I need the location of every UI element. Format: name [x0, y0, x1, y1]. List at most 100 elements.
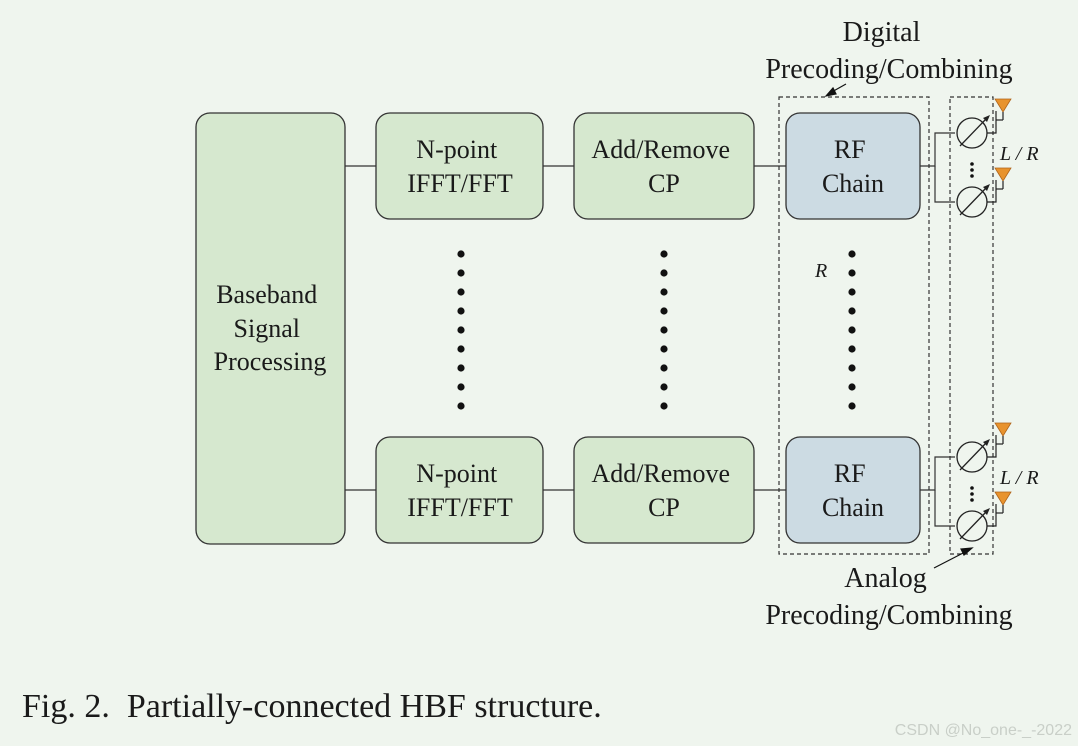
ellipsis-dot [848, 288, 856, 296]
feed-line [934, 490, 955, 527]
ellipsis-dot [660, 250, 668, 258]
phase-shifter-group-top [920, 98, 1012, 218]
r-label: R [814, 260, 827, 282]
antenna-icon [994, 422, 1012, 437]
ellipsis-dot [457, 364, 465, 372]
ellipsis-dot [848, 250, 856, 258]
ellipsis-dot [660, 345, 668, 353]
rf-top-line-2: Chain [822, 169, 884, 198]
small-ellipsis-dot [970, 174, 974, 178]
ellipsis-dot [457, 288, 465, 296]
antenna-icon [994, 98, 1012, 113]
ellipsis-dot [660, 269, 668, 277]
feed-line [920, 132, 955, 167]
antenna-feed [987, 180, 997, 203]
baseband-block [195, 112, 346, 545]
ellipsis-dot [848, 326, 856, 334]
svg-text:N-point IFFT/FFT: N-point IFFT/FFT [407, 459, 513, 522]
phase-shifter-slash [959, 511, 987, 540]
phase-shifter-slash [959, 118, 987, 147]
small-ellipsis-dot [970, 168, 974, 172]
feed-line [920, 456, 955, 491]
svg-text:Digital Precoding/Combinin: Digital Precoding/Combining [765, 17, 1012, 85]
baseband-line-3: Processing [214, 347, 327, 376]
antenna-feed [987, 435, 997, 458]
lr-label-bottom: L / R [999, 467, 1039, 489]
cp-top-line-2: CP [648, 169, 680, 198]
digital-dashed-box [778, 96, 930, 555]
svg-text:N-point IFFT/FFT: N-point IFFT/FFT [407, 135, 513, 198]
ellipsis-dot [457, 402, 465, 410]
phase-shifter-slash [959, 442, 987, 471]
fft-top-line-2: IFFT/FFT [407, 169, 513, 198]
arrowhead [983, 184, 990, 191]
ellipsis-dot [848, 269, 856, 277]
fft-block-top [375, 112, 544, 220]
ellipsis-dot [660, 326, 668, 334]
svg-text:RF Chain: RF Chain [822, 459, 884, 522]
lr-label-top: L / R [999, 143, 1039, 165]
arrowhead [983, 115, 990, 122]
small-ellipsis-dot [970, 498, 974, 502]
svg-text:RF Chain: RF Chain [822, 135, 884, 198]
ellipsis-dot [848, 383, 856, 391]
baseband-line-2: Signal [234, 314, 300, 343]
ellipsis-dot [848, 364, 856, 372]
baseband-line-1: Baseband [216, 280, 317, 309]
antenna-icon [994, 167, 1012, 182]
ellipsis-dot [457, 269, 465, 277]
ellipsis-dot [660, 402, 668, 410]
arrowhead [983, 508, 990, 515]
small-ellipsis-dot [970, 162, 974, 166]
fft-bottom-line-1: N-point [416, 459, 498, 488]
antenna-icon [994, 491, 1012, 506]
svg-text:Add/Remove CP: Add/Remove CP [591, 135, 736, 198]
connectors [345, 165, 786, 491]
antenna-feed [987, 504, 997, 527]
svg-text:Analog Precoding/Combining: Analog Precoding/Combining [765, 563, 1012, 631]
ellipsis-dot [848, 402, 856, 410]
watermark: CSDN @No_one-_-2022 [894, 722, 1072, 739]
rf-bottom-line-1: RF [834, 459, 866, 488]
ellipsis-dot [457, 345, 465, 353]
ellipsis-dot [457, 326, 465, 334]
fft-top-line-1: N-point [416, 135, 498, 164]
small-ellipsis-dot [970, 486, 974, 490]
cp-block-bottom [573, 436, 755, 544]
svg-text:Baseband Signal Proces: Baseband Signal Processing [214, 280, 327, 376]
cp-bottom-line-2: CP [648, 493, 680, 522]
vertical-ellipsis-columns [457, 250, 856, 410]
phase-shifter-group-bottom [920, 422, 1012, 542]
feed-line [934, 166, 955, 203]
figure-caption: Fig. 2. Partially-connected HBF structur… [22, 688, 602, 725]
ellipsis-dot [457, 383, 465, 391]
digital-label-line-2: Precoding/Combining [765, 54, 1012, 85]
cp-top-line-1: Add/Remove [591, 135, 730, 164]
svg-text:Add/Remove CP: Add/Remove CP [591, 459, 736, 522]
ellipsis-dot [457, 307, 465, 315]
analog-arrow [933, 547, 974, 569]
digital-label-line-1: Digital [843, 17, 921, 48]
antenna-feed [987, 111, 997, 134]
rf-top-line-1: RF [834, 135, 866, 164]
ellipsis-dot [660, 288, 668, 296]
analog-label-line-2: Precoding/Combining [765, 600, 1012, 631]
fft-bottom-line-2: IFFT/FFT [407, 493, 513, 522]
ellipsis-dot [848, 345, 856, 353]
analog-label-line-1: Analog [844, 563, 926, 594]
ellipsis-dot [848, 307, 856, 315]
rf-block-top [785, 112, 921, 220]
cp-bottom-line-1: Add/Remove [591, 459, 730, 488]
analog-dashed-box [949, 96, 994, 555]
fft-block-bottom [375, 436, 544, 544]
hbf-diagram: Baseband Signal Processing N-point IFFT/… [195, 17, 1039, 631]
ellipsis-dot [660, 364, 668, 372]
phase-shifter-slash [959, 187, 987, 216]
rf-block-bottom [785, 436, 921, 544]
cp-block-top [573, 112, 755, 220]
small-ellipsis-dot [970, 492, 974, 496]
arrowhead [983, 439, 990, 446]
ellipsis-dot [457, 250, 465, 258]
ellipsis-dot [660, 307, 668, 315]
rf-bottom-line-2: Chain [822, 493, 884, 522]
